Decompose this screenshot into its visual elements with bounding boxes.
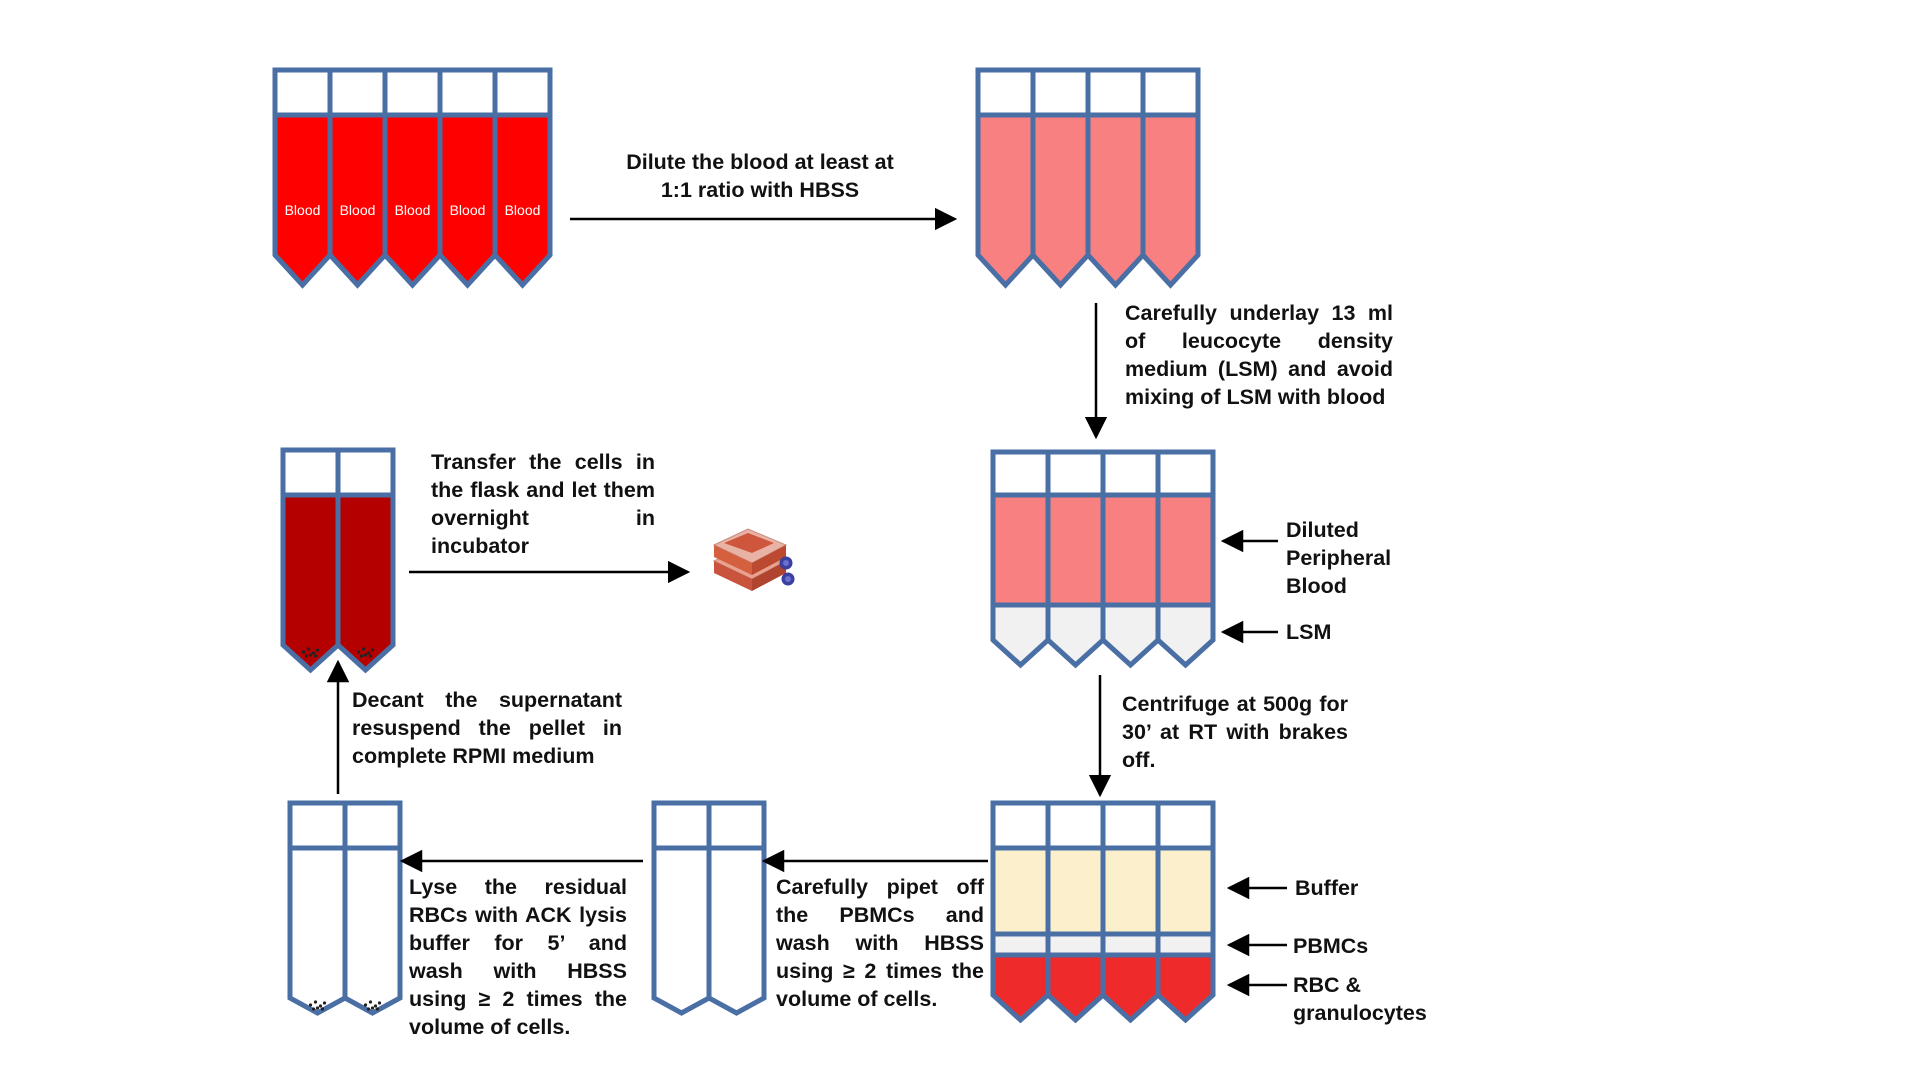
tube <box>1155 800 1216 1024</box>
step-lyse-text: Lyse the residual RBCs with ACK lysis bu… <box>409 875 627 1039</box>
tube <box>1100 449 1161 669</box>
resuspended-tubes <box>280 447 396 674</box>
tube <box>335 447 396 674</box>
tube-blood-label: Blood <box>450 202 486 218</box>
tube: Blood <box>382 67 443 289</box>
flow-arrows <box>326 207 1287 997</box>
label-lsm: LSM <box>1286 620 1332 644</box>
cell-pellet-icon <box>356 647 375 658</box>
whole-blood-tubes: Blood Blood Blood Blood Blood <box>272 67 553 289</box>
tube: Blood <box>437 67 498 289</box>
tube <box>975 67 1036 289</box>
step-centrifuge-text: Centrifuge at 500g for 30’ at RT with br… <box>1122 692 1348 772</box>
tube <box>1140 67 1201 289</box>
cell-pellet-icon <box>301 647 320 658</box>
tube <box>280 447 341 674</box>
diluted-blood-tubes <box>975 67 1201 289</box>
cell-pellet-icon <box>363 1000 382 1011</box>
step-decant-text: Decant the supernatant resuspend the pel… <box>352 688 622 768</box>
lysed-tubes <box>287 800 403 1016</box>
tube <box>1030 67 1091 289</box>
lsm-layered-tubes <box>990 449 1216 669</box>
label-rbc-granulocytes: RBC & granulocytes <box>1293 973 1427 1025</box>
tube: Blood <box>327 67 388 289</box>
tube <box>342 800 403 1016</box>
step-dilute-text: Dilute the blood at least at 1:1 ratio w… <box>626 150 894 202</box>
label-buffer: Buffer <box>1295 876 1359 900</box>
tube-groups: Blood Blood Blood Blood Blood <box>272 67 1216 1024</box>
step-underlay-text: Carefully underlay 13 ml of leucocyte de… <box>1125 301 1393 409</box>
label-pbmcs: PBMCs <box>1293 934 1369 958</box>
tube <box>287 800 348 1016</box>
centrifuged-tubes <box>990 800 1216 1024</box>
tube: Blood <box>272 67 333 289</box>
tube-blood-label: Blood <box>340 202 376 218</box>
tube <box>1100 800 1161 1024</box>
label-diluted-peripheral-blood: Diluted Peripheral Blood <box>1286 518 1392 598</box>
tube <box>1155 449 1216 669</box>
tube-blood-label: Blood <box>505 202 541 218</box>
tube-blood-label: Blood <box>395 202 431 218</box>
tube-blood-label: Blood <box>285 202 321 218</box>
culture-flask-icon <box>712 528 795 591</box>
washed-pbmc-tubes <box>651 800 767 1016</box>
step-transfer-text: Transfer the cells in the flask and let … <box>431 450 655 558</box>
tube <box>1045 449 1106 669</box>
tube <box>990 449 1051 669</box>
cell-pellet-icon <box>308 1000 327 1011</box>
tube: Blood <box>492 67 553 289</box>
tube <box>1085 67 1146 289</box>
tube <box>1045 800 1106 1024</box>
tube <box>651 800 712 1016</box>
tube <box>990 800 1051 1024</box>
step-pipet-text: Carefully pipet off the PBMCs and wash w… <box>776 875 984 1011</box>
tube <box>706 800 767 1016</box>
